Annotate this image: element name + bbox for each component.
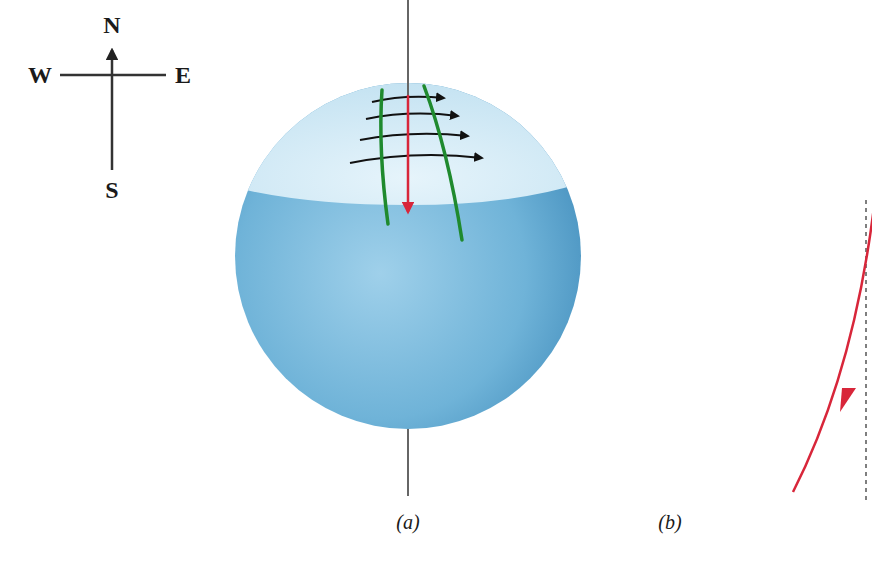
- panel-label: (b): [658, 512, 681, 532]
- panel-label: (a): [396, 512, 419, 532]
- deflected-path: [793, 170, 872, 492]
- compass-label: E: [175, 63, 191, 87]
- annotation-strokes: [381, 86, 462, 240]
- compass-label: S: [105, 178, 118, 202]
- compass-label: N: [103, 13, 120, 37]
- rotation-axis: [407, 0, 409, 90]
- compass-label: W: [28, 63, 52, 87]
- rotation-axis: [407, 428, 409, 496]
- reference-line: [865, 200, 867, 500]
- deflected-path-arrow: [840, 388, 856, 412]
- rotation-arrows: [350, 97, 482, 163]
- compass-rose: [60, 50, 166, 170]
- deflection-arrow: [407, 95, 410, 212]
